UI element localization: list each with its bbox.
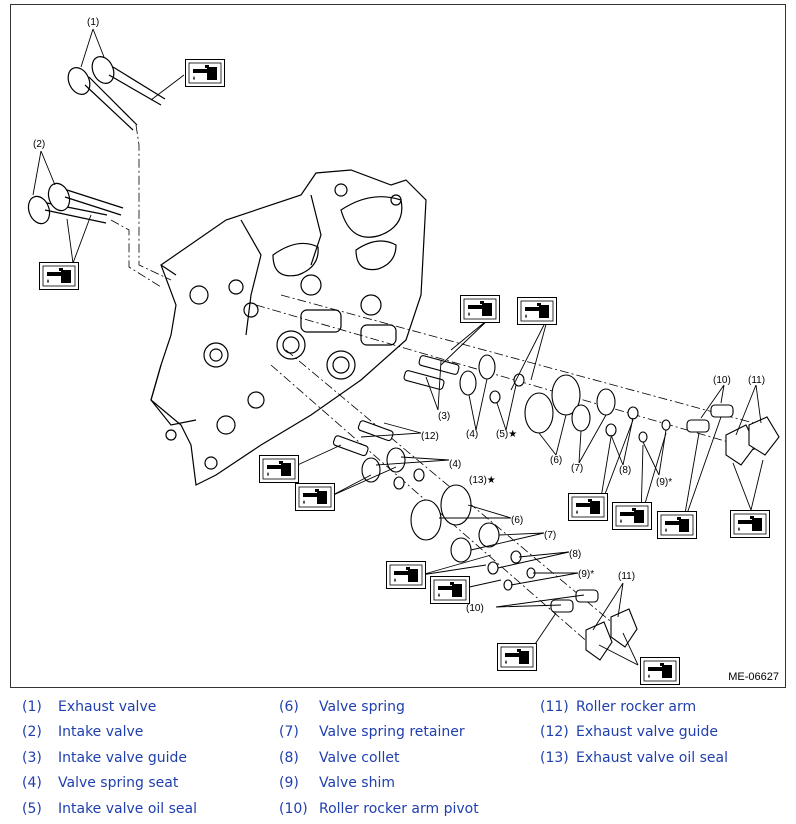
callout-valve-spring-retainer: (7) — [571, 463, 583, 474]
parts-legend: (1) Exhaust valve (2) Intake valve (3) Inta… — [0, 694, 796, 824]
oil-can-icon — [567, 493, 609, 521]
legend-item: (12) Exhaust valve guide — [540, 720, 728, 746]
legend-item: (13) Exhaust valve oil seal — [540, 745, 728, 771]
legend-number: (13) — [540, 749, 569, 766]
legend-number: (7) — [279, 724, 299, 741]
exhaust-valves — [67, 56, 166, 131]
legend-item: (5) Intake valve oil seal — [22, 796, 197, 822]
oil-can-icon — [729, 510, 771, 538]
legend-label: Intake valve oil seal — [58, 800, 198, 817]
legend-column-2: (6) Valve spring (7) Valve spring retainer… — [279, 694, 479, 822]
legend-item: (8) Valve collet — [279, 745, 479, 771]
callout-roller-rocker-arm: (11) — [748, 375, 765, 386]
callout-valve-spring-seat: (4) — [466, 429, 478, 440]
oil-can-icon — [496, 643, 538, 671]
callout-valve-shim: (9)* — [656, 477, 672, 488]
legend-number: (5) — [22, 800, 42, 817]
callout-valve-spring: (6) — [511, 515, 523, 526]
callout-exhaust-valve-guide: (12) — [421, 431, 439, 442]
oil-can-icon — [516, 297, 558, 325]
legend-number: (8) — [279, 749, 299, 766]
intake-components — [403, 354, 780, 466]
oil-can-icon — [459, 295, 501, 323]
callout-valve-collet: (8) — [619, 465, 631, 476]
legend-label: Intake valve — [58, 724, 144, 741]
oil-can-icon — [611, 502, 653, 530]
callout-intake-valve-oil-seal: (5)★ — [496, 429, 517, 440]
legend-number: (9) — [279, 775, 299, 792]
legend-label: Valve spring — [319, 698, 405, 715]
callout-exhaust-valve: (1) — [87, 17, 99, 28]
figure-code: ME-06627 — [728, 671, 779, 683]
callout-intake-valve-guide: (3) — [438, 411, 450, 422]
legend-label: Exhaust valve oil seal — [576, 749, 728, 766]
cylinder-head — [150, 169, 427, 486]
oil-can-icon — [294, 483, 336, 511]
legend-label: Exhaust valve guide — [576, 724, 718, 741]
oil-can-icon — [184, 59, 226, 87]
legend-label: Intake valve guide — [58, 749, 187, 766]
legend-number: (11) — [540, 698, 569, 715]
legend-number: (3) — [22, 749, 42, 766]
legend-label: Roller rocker arm — [576, 698, 697, 715]
callout-rocker-arm-pivot: (10) — [713, 375, 731, 386]
legend-column-3: (11) Roller rocker arm (12) Exhaust valve … — [540, 694, 728, 771]
legend-item: (9) Valve shim — [279, 771, 479, 797]
legend-label: Valve spring seat — [58, 775, 179, 792]
oil-can-icon — [429, 576, 471, 604]
legend-number: (1) — [22, 698, 42, 715]
legend-number: (4) — [22, 775, 42, 792]
oil-can-icon — [258, 455, 300, 483]
legend-item: (1) Exhaust valve — [22, 694, 197, 720]
legend-label: Valve collet — [319, 749, 400, 766]
legend-number: (12) — [540, 724, 569, 741]
callout-valve-collet: (8) — [569, 549, 581, 560]
callout-rocker-arm-pivot: (10) — [466, 603, 484, 614]
legend-label: Roller rocker arm pivot — [319, 800, 479, 817]
oil-can-icon — [38, 262, 80, 290]
legend-label: Valve shim — [319, 775, 396, 792]
callout-exhaust-valve-oil-seal: (13)★ — [469, 475, 496, 486]
oil-can-icon — [639, 657, 681, 685]
exploded-diagram-frame: (1) (2) (3) (4) (5)★ (6) (7) (8) (9)* (1… — [10, 4, 786, 688]
legend-item: (2) Intake valve — [22, 720, 197, 746]
legend-item: (10) Roller rocker arm pivot — [279, 796, 479, 822]
legend-item: (6) Valve spring — [279, 694, 479, 720]
legend-number: (2) — [22, 724, 42, 741]
legend-number: (6) — [279, 698, 299, 715]
legend-column-1: (1) Exhaust valve (2) Intake valve (3) Inta… — [22, 694, 197, 822]
oil-can-icon — [656, 511, 698, 539]
legend-number: (10) — [279, 800, 308, 817]
callout-valve-spring: (6) — [550, 455, 562, 466]
intake-valves — [27, 182, 124, 225]
callout-roller-rocker-arm: (11) — [618, 571, 635, 582]
legend-item: (7) Valve spring retainer — [279, 720, 479, 746]
oil-can-icon — [385, 561, 427, 589]
leader-lines — [32, 28, 764, 666]
legend-item: (4) Valve spring seat — [22, 771, 197, 797]
exhaust-components — [332, 420, 638, 661]
callout-valve-shim: (9)* — [578, 569, 594, 580]
legend-label: Exhaust valve — [58, 698, 157, 715]
legend-item: (11) Roller rocker arm — [540, 694, 728, 720]
legend-item: (3) Intake valve guide — [22, 745, 197, 771]
callout-intake-valve: (2) — [33, 139, 45, 150]
callout-valve-spring-seat: (4) — [449, 459, 461, 470]
legend-label: Valve spring retainer — [319, 724, 465, 741]
valve-train-exploded-diagram: (1) (2) (3) (4) (5)★ (6) (7) (8) (9)* (1… — [27, 17, 780, 685]
callout-valve-spring-retainer: (7) — [544, 530, 556, 541]
